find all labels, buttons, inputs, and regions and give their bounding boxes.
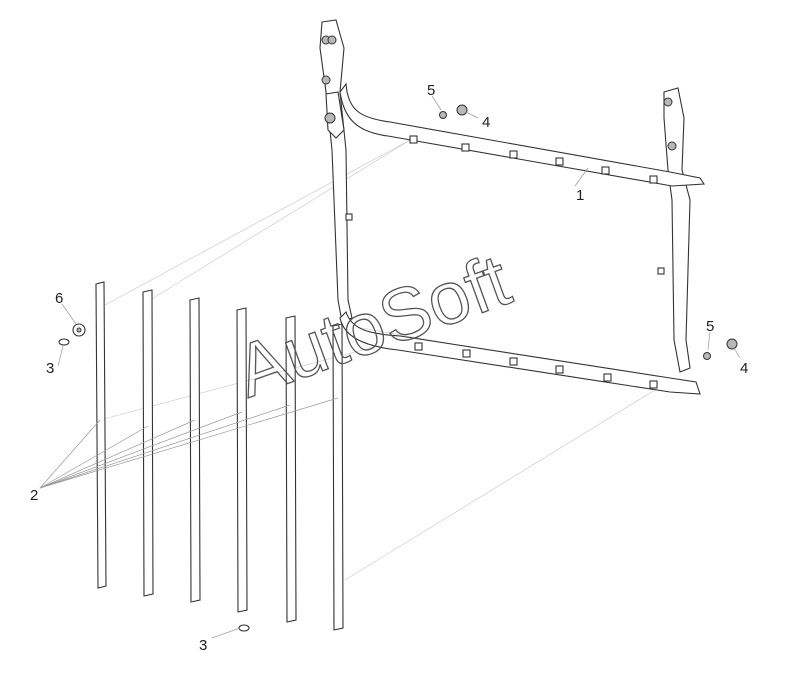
callout-bolt-bottom: 3: [199, 637, 207, 654]
watermark: AutoSoft: [225, 238, 521, 413]
bolt-bottom: [238, 624, 250, 632]
strip-6: [332, 323, 344, 631]
nut-top: [456, 104, 468, 116]
callout-strips: 2: [30, 487, 38, 504]
washer-top: [439, 111, 447, 119]
strip-4: [236, 307, 248, 613]
callout-nut-top: 4: [482, 114, 490, 131]
frame-assembly: [319, 19, 705, 395]
callout-frame: 1: [576, 187, 584, 204]
strip-1: [95, 281, 107, 589]
callout-washer-right: 5: [706, 318, 714, 335]
callout-bolt-left: 3: [46, 360, 54, 377]
callout-washer-large: 6: [55, 290, 63, 307]
callout-nut-right: 4: [740, 360, 748, 377]
strip-5: [285, 315, 297, 623]
callout-washer-top: 5: [427, 82, 435, 99]
strip-3: [189, 297, 201, 603]
washer-right: [703, 352, 711, 360]
nut-right: [726, 338, 738, 350]
hardware: [58, 104, 738, 632]
bolt-left: [58, 338, 70, 346]
strip-set: [95, 281, 344, 631]
strip-2: [142, 289, 154, 597]
leader-lines: [39, 95, 741, 639]
